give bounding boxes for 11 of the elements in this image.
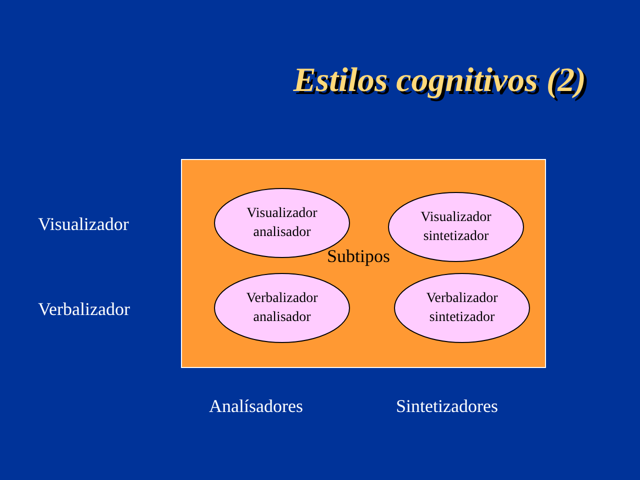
subtype-name: Verbalizador analisador bbox=[245, 290, 319, 327]
subtype-name: Visualizador sintetizador bbox=[420, 209, 492, 246]
axis-label: Verbalizador bbox=[38, 299, 130, 320]
subtype-name: Verbalizador sintetizador bbox=[425, 290, 499, 327]
panel-heading: Subtipos bbox=[327, 246, 390, 267]
slide-title: Estilos cognitivos (2) bbox=[293, 62, 586, 100]
axis-label: Analísadores bbox=[209, 396, 303, 417]
subtypes-panel bbox=[181, 159, 546, 368]
axis-label: Sintetizadores bbox=[396, 396, 498, 417]
subtype-name: Visualizador analisador bbox=[246, 205, 318, 242]
axis-label: Visualizador bbox=[38, 214, 129, 235]
